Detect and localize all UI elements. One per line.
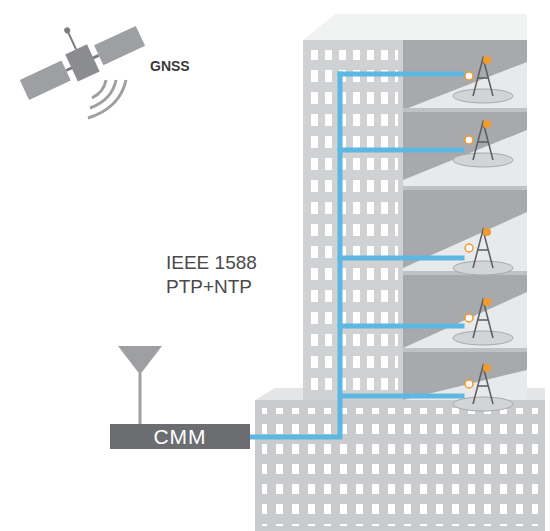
base-building bbox=[255, 388, 545, 531]
node-text: CMM bbox=[153, 425, 206, 449]
protocol-label: IEEE 1588 PTP+NTP bbox=[166, 251, 276, 299]
access-points bbox=[453, 56, 513, 411]
signal-arcs bbox=[88, 80, 126, 118]
tower bbox=[303, 14, 527, 400]
gnss-label: GNSS bbox=[150, 58, 190, 74]
satellite-icon bbox=[8, 1, 147, 104]
gps-antenna bbox=[118, 346, 162, 424]
network-cabling bbox=[250, 74, 462, 437]
cmm-box: CMM bbox=[110, 424, 250, 449]
